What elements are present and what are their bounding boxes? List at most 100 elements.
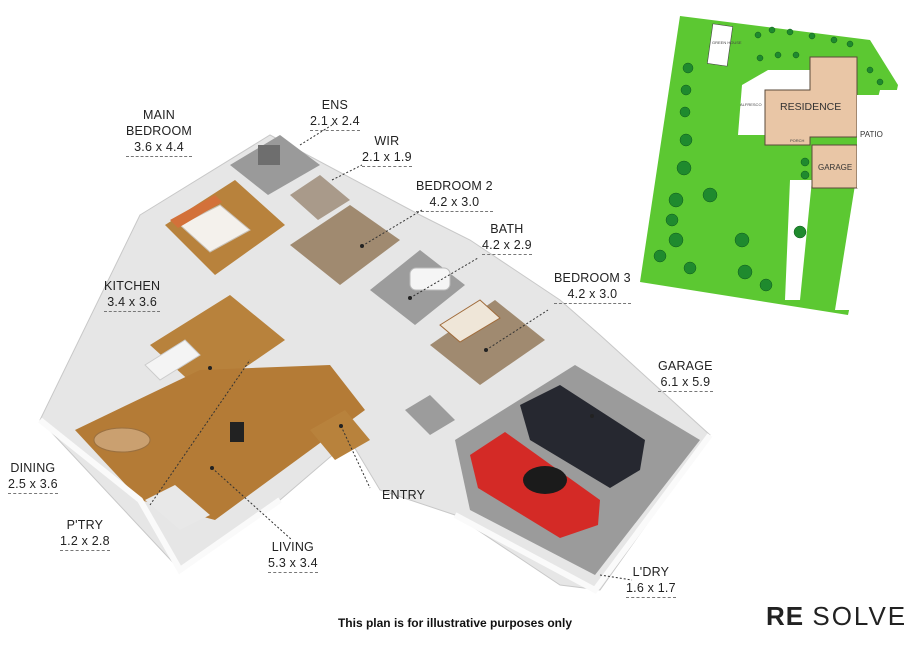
main-bedroom-bedhead bbox=[170, 195, 222, 228]
tree bbox=[668, 232, 684, 248]
bedroom3-dims: 4.2 x 3.0 bbox=[554, 286, 631, 304]
tree bbox=[830, 36, 838, 44]
laundry-dims: 1.6 x 1.7 bbox=[626, 580, 676, 598]
living-name: LIVING bbox=[271, 540, 314, 554]
dining-label: DINING 2.5 x 3.6 bbox=[8, 460, 58, 494]
leader-living bbox=[211, 467, 293, 541]
garage-car-dark bbox=[520, 385, 645, 488]
laundry-name: L'DRY bbox=[632, 565, 670, 579]
leader-lines bbox=[149, 124, 633, 581]
tree bbox=[768, 26, 776, 34]
leader-dots bbox=[208, 244, 594, 470]
laundry-floor bbox=[405, 395, 455, 435]
tree bbox=[808, 32, 816, 40]
bedroom2-dims: 4.2 x 3.0 bbox=[416, 194, 493, 212]
tree bbox=[756, 54, 764, 62]
tree bbox=[683, 261, 697, 275]
bedroom2-floor bbox=[290, 205, 400, 285]
brand-logo-bold: RE bbox=[766, 601, 805, 631]
tree bbox=[702, 187, 718, 203]
bath-label: BATH 4.2 x 2.9 bbox=[482, 221, 532, 255]
kitchen-name: KITCHEN bbox=[104, 279, 161, 293]
pantry-name: P'TRY bbox=[66, 518, 104, 532]
site-garage bbox=[811, 144, 858, 189]
site-alfresco-label: ALFRESCO bbox=[740, 102, 762, 107]
ens-name: ENS bbox=[321, 98, 349, 112]
tree bbox=[846, 40, 854, 48]
garage-name: GARAGE bbox=[658, 359, 713, 373]
main-bedroom-dims: 3.6 x 4.4 bbox=[126, 139, 192, 157]
wir-name: WIR bbox=[374, 134, 400, 148]
ens-dims: 2.1 x 2.4 bbox=[310, 113, 360, 131]
leader-bath bbox=[409, 257, 479, 299]
site-porch-label: PORCH bbox=[790, 138, 805, 143]
site-trees bbox=[653, 26, 884, 292]
fireplace bbox=[230, 422, 244, 442]
dot-entry bbox=[339, 424, 343, 428]
bath-name: BATH bbox=[490, 222, 524, 236]
tree bbox=[759, 278, 773, 292]
dot-bath bbox=[408, 296, 412, 300]
brand-logo-light: SOLVE bbox=[812, 601, 908, 631]
pantry-label: P'TRY 1.2 x 2.8 bbox=[60, 517, 110, 551]
dot-bedroom3 bbox=[484, 348, 488, 352]
dot-bedroom2 bbox=[360, 244, 364, 248]
tree bbox=[737, 264, 753, 280]
ens-label: ENS 2.1 x 2.4 bbox=[310, 97, 360, 131]
leader-wir bbox=[331, 164, 363, 181]
site-garage-label: GARAGE bbox=[818, 163, 853, 172]
tree bbox=[680, 84, 692, 96]
bedroom3-label: BEDROOM 3 4.2 x 3.0 bbox=[554, 270, 631, 304]
kitchen-floor bbox=[150, 295, 285, 395]
dining-name: DINING bbox=[10, 461, 56, 475]
kitchen-island bbox=[144, 339, 201, 381]
dot-kitchen bbox=[208, 366, 212, 370]
leader-pantry bbox=[149, 359, 251, 506]
site-patio bbox=[857, 95, 885, 188]
tree bbox=[866, 66, 874, 74]
main-bedroom-label: MAIN BEDROOM 3.6 x 4.4 bbox=[126, 107, 192, 157]
bedroom2-label: BEDROOM 2 4.2 x 3.0 bbox=[416, 178, 493, 212]
brand-logo: RE SOLVE bbox=[766, 601, 907, 632]
dot-garage bbox=[590, 414, 594, 418]
main-bedroom-name-1: MAIN bbox=[142, 108, 176, 122]
wir-floor bbox=[290, 175, 350, 220]
living-dining-floor bbox=[75, 365, 365, 520]
bedroom3-bunk bbox=[439, 299, 501, 343]
site-residence bbox=[764, 56, 858, 146]
entry-floor bbox=[310, 410, 370, 460]
dining-table bbox=[93, 427, 151, 453]
site-green-house bbox=[706, 23, 734, 67]
disclaimer-text: This plan is for illustrative purposes o… bbox=[337, 616, 573, 630]
entry-label: ENTRY bbox=[382, 487, 425, 503]
tree bbox=[668, 192, 684, 208]
kitchen-dims: 3.4 x 3.6 bbox=[104, 294, 161, 312]
leader-laundry bbox=[599, 574, 633, 581]
dot-living bbox=[210, 466, 214, 470]
tree bbox=[800, 157, 810, 167]
site-path bbox=[785, 180, 812, 300]
wall-accent-garage bbox=[453, 433, 713, 594]
tree bbox=[734, 232, 750, 248]
tree bbox=[800, 170, 810, 180]
bedroom3-name: BEDROOM 3 bbox=[554, 271, 631, 285]
tree bbox=[676, 160, 692, 176]
bath-dims: 4.2 x 2.9 bbox=[482, 237, 532, 255]
floor-plan-3d bbox=[38, 134, 713, 594]
tree bbox=[793, 225, 807, 239]
wir-dims: 2.1 x 1.9 bbox=[362, 149, 412, 167]
tree bbox=[792, 51, 800, 59]
tree bbox=[774, 51, 782, 59]
bedroom3-floor bbox=[430, 300, 545, 385]
tree bbox=[665, 213, 679, 227]
site-plan bbox=[640, 16, 898, 315]
bedroom2-name: BEDROOM 2 bbox=[416, 179, 493, 193]
living-label: LIVING 5.3 x 3.4 bbox=[268, 539, 318, 573]
living-dims: 5.3 x 3.4 bbox=[268, 555, 318, 573]
garage-floor bbox=[455, 365, 700, 575]
site-green-house-label: GREEN HOUSE bbox=[712, 40, 742, 45]
garage-car-red-roof bbox=[523, 466, 567, 494]
kitchen-label: KITCHEN 3.4 x 3.6 bbox=[104, 278, 161, 312]
tree bbox=[679, 133, 693, 147]
wir-label: WIR 2.1 x 1.9 bbox=[362, 133, 412, 167]
